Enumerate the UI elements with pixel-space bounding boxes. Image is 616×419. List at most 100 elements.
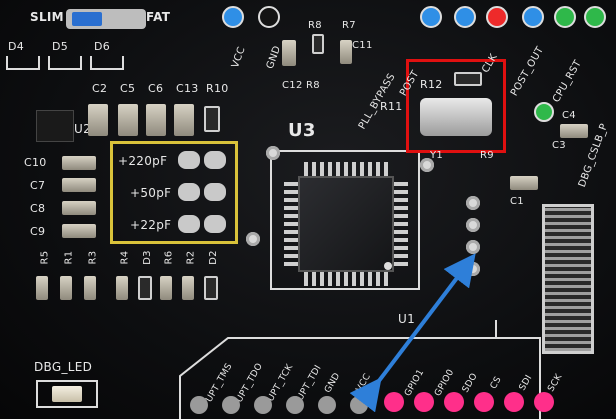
res-r12 — [454, 72, 482, 86]
crystal-label-y1: Y1 — [430, 150, 444, 161]
u1-label: U1 — [398, 312, 416, 326]
u3-pins-left — [284, 182, 298, 266]
testpoint-green — [584, 6, 606, 28]
cap-label-c7: C7 — [30, 179, 46, 192]
slim-label: SLIM — [30, 10, 64, 24]
bottom-pin-label-sck: SCK — [546, 372, 565, 394]
cap-option-22pf: +22pF — [130, 218, 172, 232]
cap-label-c1: C1 — [510, 196, 524, 207]
cap-label-c5: C5 — [120, 82, 136, 95]
switch-slim-pad — [72, 12, 102, 26]
res-r3 — [84, 276, 96, 300]
bottom-pin-label-sdi: SDI — [517, 373, 535, 393]
cap-label-c4: C4 — [562, 110, 576, 121]
testpoint-blue — [420, 6, 442, 28]
header-pin-upt-tck — [254, 396, 272, 414]
ribbon-connector — [542, 204, 594, 354]
bottom-pin-label-gnd: GND — [323, 371, 343, 395]
testpoint-gnd — [258, 6, 280, 28]
res-r4 — [116, 276, 128, 300]
res-label-r6: R6 — [163, 250, 175, 265]
cap-c11 — [340, 40, 352, 64]
bottom-pin-label-cs: CS — [488, 375, 504, 391]
res-label-r3: R3 — [87, 250, 99, 265]
crystal-highlight — [406, 59, 506, 153]
cap-label-c12: C12 — [282, 80, 303, 91]
testpoint-blue — [522, 6, 544, 28]
header-pin-gpio1 — [384, 392, 404, 412]
cap-option-50pf: +50pF — [130, 186, 172, 200]
pin-label-vcc: VCC — [229, 45, 248, 70]
solder-pad — [178, 215, 200, 233]
via — [266, 146, 280, 160]
cap-label-c8: C8 — [30, 202, 46, 215]
header-pin-upt-tms — [190, 396, 208, 414]
bottom-pin-label-sdo: SDO — [460, 371, 480, 395]
pin-label-cpu-rst: CPU_RST — [550, 58, 584, 105]
solder-pad — [204, 151, 226, 169]
cap-c13 — [174, 104, 194, 136]
res-label-r8b: R8 — [306, 80, 320, 91]
header-pin-sck — [534, 392, 554, 412]
diode-label-d4: D4 — [8, 40, 25, 53]
cap-c3 — [560, 124, 588, 138]
res-r2 — [182, 276, 194, 300]
cap-c12 — [282, 40, 296, 66]
crystal-label-r11: R11 — [380, 100, 403, 113]
res-label-r5: R5 — [39, 250, 51, 265]
header-pin-sdi — [504, 392, 524, 412]
diode-label-d6: D6 — [94, 40, 111, 53]
cap-c6 — [146, 104, 166, 136]
bottom-pin-label-vcc: VCC — [354, 371, 374, 395]
u3-pins-top — [304, 162, 388, 176]
solder-pad — [204, 215, 226, 233]
header-pin-upt-tdo — [222, 396, 240, 414]
res-label-r1: R1 — [63, 250, 75, 265]
via — [466, 240, 480, 254]
diode-label-d5: D5 — [52, 40, 69, 53]
solder-pad — [178, 151, 200, 169]
res-label-r4: R4 — [119, 250, 131, 265]
testpoint-blue — [454, 6, 476, 28]
diode-d6-outline — [90, 56, 124, 70]
fat-label: FAT — [146, 10, 171, 24]
cap-c7 — [62, 178, 96, 192]
res-r5 — [36, 276, 48, 300]
dbg-led — [52, 386, 82, 402]
res-label-d2: D2 — [207, 250, 219, 265]
diode-d3 — [138, 276, 152, 300]
res-r6 — [160, 276, 172, 300]
testpoint-green — [534, 102, 554, 122]
cap-c9 — [62, 224, 96, 238]
via — [246, 232, 260, 246]
cap-select-highlight — [110, 141, 238, 244]
testpoint-green — [554, 6, 576, 28]
cap-label-c9: C9 — [30, 225, 46, 238]
u3-pins-bottom — [304, 272, 388, 286]
via — [466, 218, 480, 232]
u3-chip-outline — [270, 150, 420, 290]
diode-d5-outline — [48, 56, 82, 70]
via — [466, 262, 480, 276]
res-label-r2: R2 — [185, 250, 197, 265]
testpoint-red — [486, 6, 508, 28]
dbg-led-label: DBG_LED — [34, 360, 93, 374]
solder-pad — [204, 183, 226, 201]
header-pin-gpio0 — [414, 392, 434, 412]
res-r1 — [60, 276, 72, 300]
u2-chip — [36, 110, 74, 142]
u2-label: U2 — [74, 122, 92, 136]
header-pin-gnd — [318, 396, 336, 414]
cap-label-c3: C3 — [552, 140, 566, 151]
via — [420, 158, 434, 172]
crystal-label-r12: R12 — [420, 78, 443, 91]
diode-d4-outline — [6, 56, 40, 70]
header-pin-vcc — [350, 396, 368, 414]
cap-c2 — [88, 104, 108, 136]
res-label-r8: R8 — [308, 20, 322, 31]
res-r8 — [312, 34, 324, 54]
cap-label-c2: C2 — [92, 82, 108, 95]
cap-c10 — [62, 156, 96, 170]
slim-fat-switch — [66, 9, 146, 29]
res-label-r10: R10 — [206, 82, 229, 95]
